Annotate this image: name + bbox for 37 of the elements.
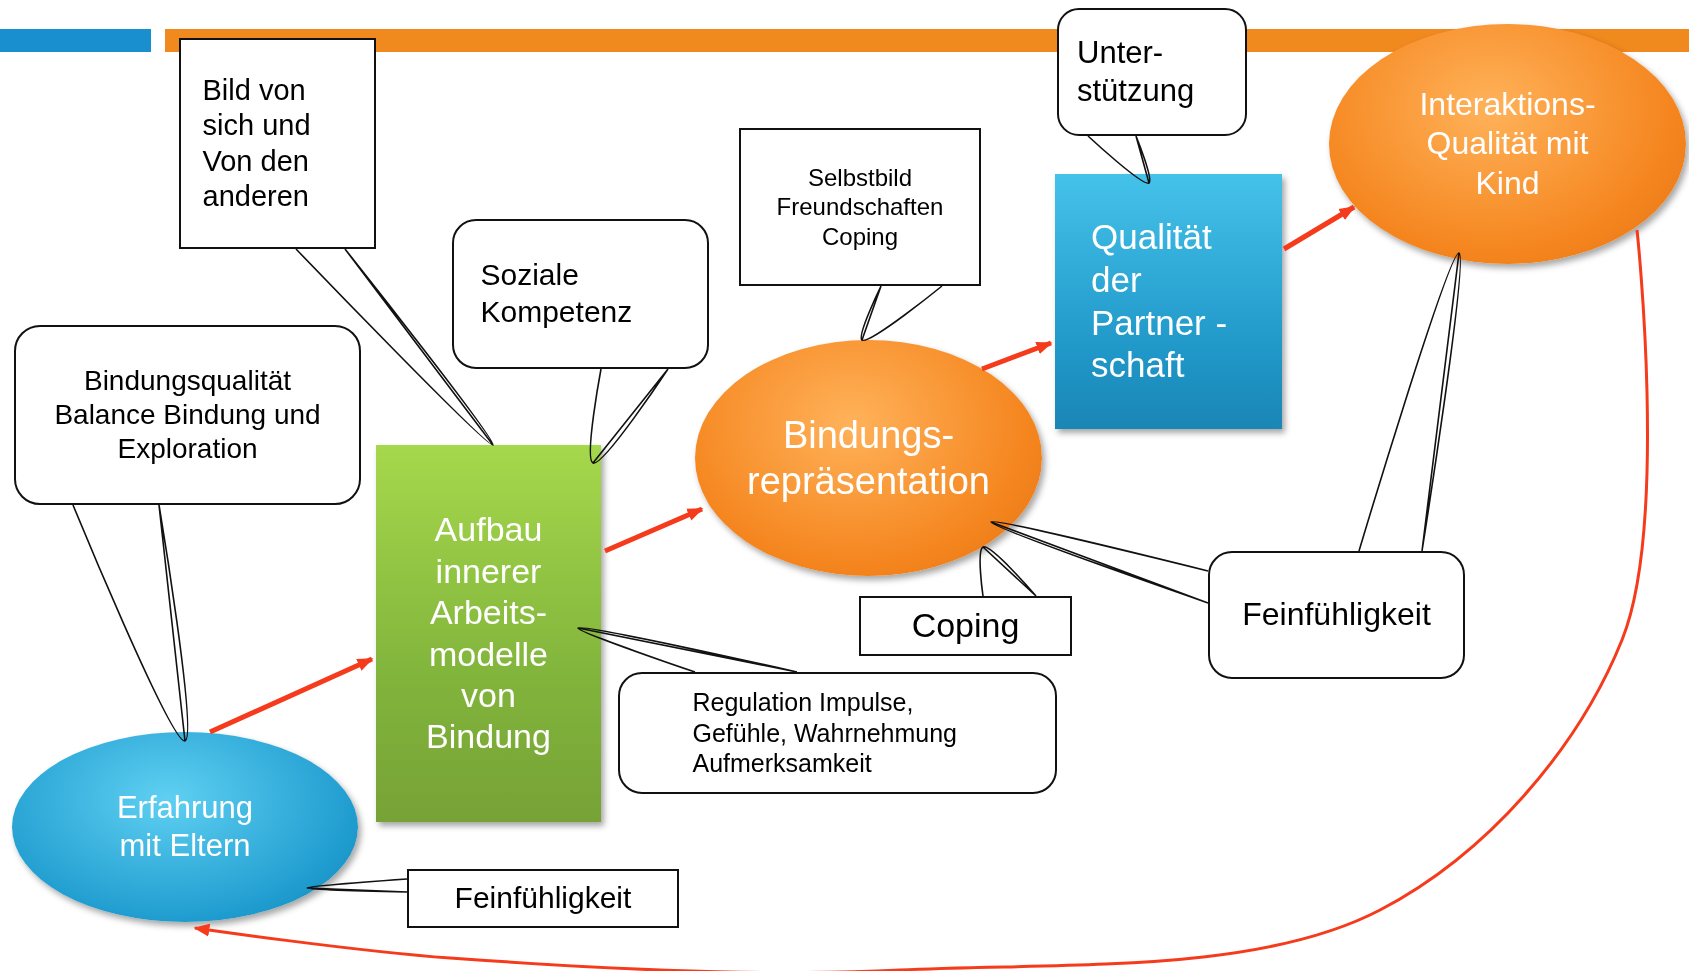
callout-bubble bbox=[739, 128, 981, 286]
callout-tail bbox=[306, 878, 408, 893]
callout-text: Feinfühligkeit bbox=[453, 880, 633, 917]
arrow bbox=[193, 229, 1649, 971]
arrow bbox=[981, 340, 1053, 372]
callout-text: Feinfühligkeit bbox=[1241, 595, 1432, 635]
callout-bubble bbox=[1057, 8, 1247, 136]
callout-bubble bbox=[452, 219, 709, 369]
node-label: Erfahrung mit Eltern bbox=[115, 789, 255, 865]
process-box bbox=[376, 445, 601, 822]
callout-text: Bindungsqualität Balance Bindung und Exploration bbox=[53, 363, 322, 467]
callout-text: Coping bbox=[910, 605, 1021, 647]
callout-tail bbox=[72, 504, 189, 742]
callout-bubble bbox=[179, 38, 376, 249]
callout-text: Regulation Impulse, Gefühle, Wahrnehmung Aufmerksamkeit bbox=[692, 687, 958, 779]
arrow bbox=[604, 506, 704, 554]
node-label: Aufbau innerer Arbeits- modelle von Bindung bbox=[425, 509, 552, 758]
callout-tail bbox=[990, 521, 1209, 604]
callout-text: Selbstbild Freundschaften Coping bbox=[775, 163, 945, 251]
callout-bubble bbox=[14, 325, 361, 505]
callout-tail bbox=[979, 546, 1037, 597]
callout-bubble bbox=[1208, 551, 1465, 679]
callout-text: Soziale Kompetenz bbox=[480, 257, 634, 330]
callout-bubble bbox=[618, 672, 1057, 794]
arrow bbox=[208, 656, 374, 735]
callout-tail bbox=[295, 248, 494, 446]
callout-text: Bild von sich und Von den anderen bbox=[202, 72, 312, 214]
callout-tail bbox=[1087, 135, 1151, 184]
callout-text: Unter- stützung bbox=[1077, 34, 1196, 110]
node-label: Interaktions- Qualität mit Kind bbox=[1418, 85, 1597, 203]
callout-tail bbox=[589, 368, 669, 464]
process-box bbox=[1055, 174, 1282, 429]
node-label: Bindungs- repräsentation bbox=[746, 412, 991, 504]
arrow bbox=[1282, 204, 1356, 252]
callout-bubble bbox=[859, 596, 1072, 656]
callout-bubble bbox=[407, 869, 679, 928]
node-label: Qualität der Partner -schaft bbox=[1091, 216, 1229, 387]
